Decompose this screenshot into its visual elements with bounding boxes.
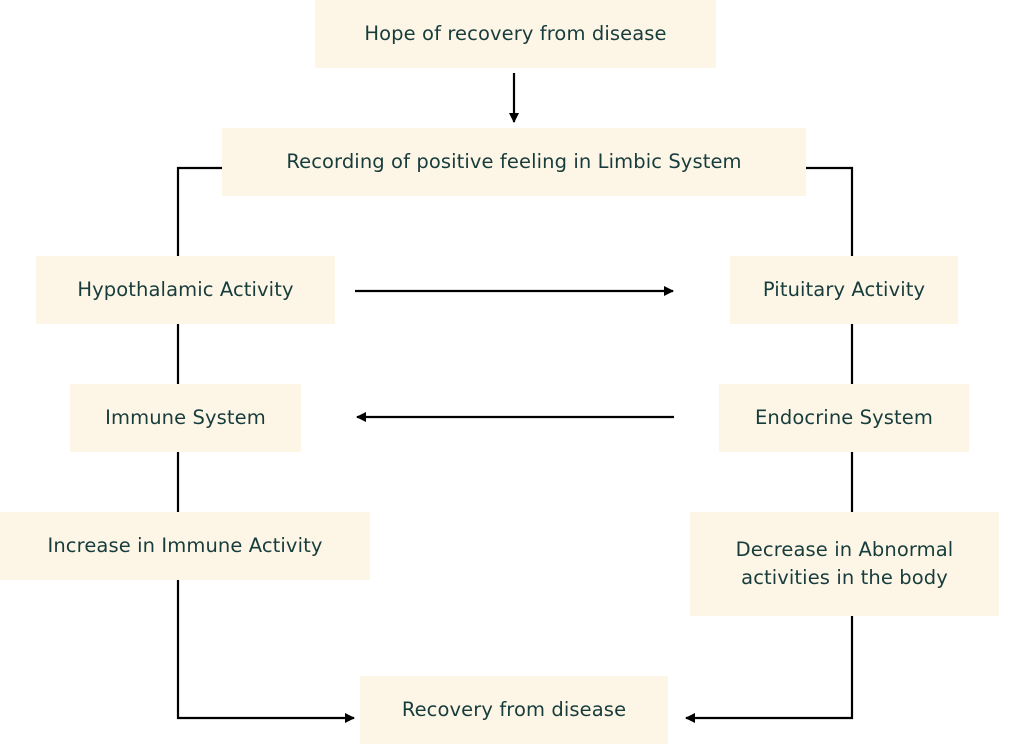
node-limbic-system-label: Recording of positive feeling in Limbic … xyxy=(286,150,742,174)
node-decrease-abnormal-activities: Decrease in Abnormal activities in the b… xyxy=(690,512,999,616)
node-hypothalamic-activity-label: Hypothalamic Activity xyxy=(77,278,294,302)
node-hypothalamic-activity: Hypothalamic Activity xyxy=(36,256,335,324)
node-limbic-system: Recording of positive feeling in Limbic … xyxy=(222,128,806,196)
node-pituitary-activity-label: Pituitary Activity xyxy=(762,278,926,302)
node-endocrine-system-label: Endocrine System xyxy=(754,406,933,430)
node-pituitary-activity: Pituitary Activity xyxy=(730,256,958,324)
node-increase-immune-activity-label: Increase in Immune Activity xyxy=(47,534,323,558)
node-increase-immune-activity: Increase in Immune Activity xyxy=(0,512,370,580)
node-hope: Hope of recovery from disease xyxy=(315,0,716,68)
node-recovery-from-disease: Recovery from disease xyxy=(360,676,668,744)
node-hope-label: Hope of recovery from disease xyxy=(364,22,667,46)
node-immune-system-label: Immune System xyxy=(105,406,266,430)
node-recovery-from-disease-label: Recovery from disease xyxy=(401,698,627,722)
node-endocrine-system: Endocrine System xyxy=(719,384,969,452)
node-decrease-abnormal-activities-label: Decrease in Abnormal activities in the b… xyxy=(735,538,954,589)
node-immune-system: Immune System xyxy=(70,384,301,452)
